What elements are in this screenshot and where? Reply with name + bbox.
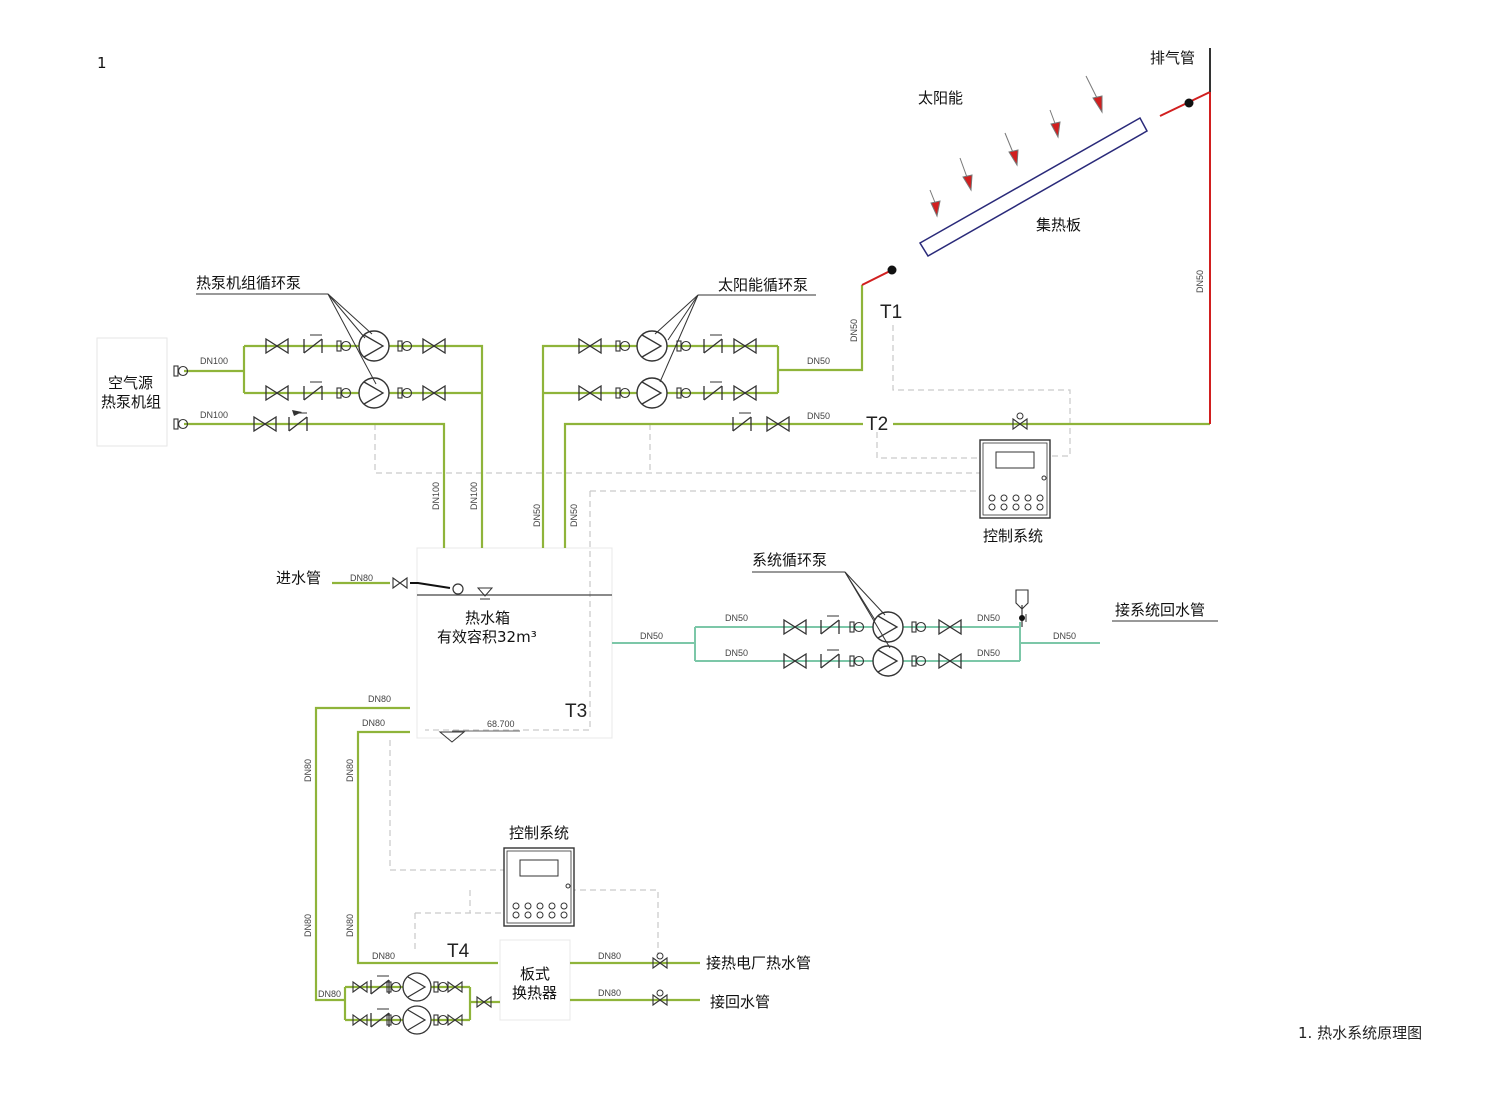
plate-hx-label-1: 板式 [520,965,550,983]
inlet-valve-float [392,577,494,600]
tank-label-2: 有效容积32m³ [437,628,537,646]
heat-pump-loop-components [173,330,446,432]
pipe-size-vert-outer-top: DN80 [303,759,313,782]
pipe-size-hp-return: DN100 [200,410,228,420]
pipe-size-plant-return: DN80 [598,988,621,998]
collector-label: 集热板 [1036,216,1081,234]
pipe-size-vert-outer-bottom: DN80 [303,914,313,937]
pipe-size-vert-solar-1: DN50 [532,504,542,527]
inlet-pipe-label: 进水管 [276,569,321,587]
system-pump-label: 系统循环泵 [752,551,827,569]
pipe-size-sys-return: DN50 [1053,631,1076,641]
control-system-panel-2 [503,847,575,927]
system-pump-leaders [752,571,891,649]
solar-label: 太阳能 [918,89,963,107]
solar-pump-leaders [654,294,816,383]
heat-pump-pump-leaders [196,293,377,385]
tank-outlet-elevation [438,730,520,743]
pipe-size-labels-vertical: DN100 DN100 DN50 DN50 DN50 DN50 DN80 DN8… [303,270,1205,937]
pipe-size-bottom-outer: DN80 [368,694,391,704]
control-system-label-1: 控制系统 [983,527,1043,545]
sensor-t1: T1 [880,302,902,323]
control-lines [374,325,1071,955]
return-pipes [612,622,1100,662]
solar-collector-panel [918,116,1149,258]
pipe-size-inlet: DN80 [350,573,373,583]
control-system-label-2: 控制系统 [509,824,569,842]
pipe-size-vert-solar-2: DN50 [569,504,579,527]
control-system-panel-1 [979,439,1051,519]
exhaust-pipe-label: 排气管 [1150,49,1195,67]
solar-lines [861,91,1211,424]
pipe-size-tank-out: DN50 [640,631,663,641]
pipe-size-hx-pump: DN80 [318,989,341,999]
system-pump-components [783,589,1029,677]
air-source-heat-pump-unit [96,337,168,447]
pipe-size-vert-hp-supply: DN100 [469,482,479,510]
pipe-size-solar-supply: DN50 [807,356,830,366]
pipe-size-vert-collector-in: DN50 [849,319,859,342]
sun-ray-arrows [929,75,1103,218]
plant-hot-water-label: 接热电厂热水管 [706,954,811,972]
sensor-t4: T4 [447,941,470,962]
plate-hx-label-2: 换热器 [512,984,557,1002]
pipe-size-sys-row2-out: DN50 [977,648,1000,658]
pipe-size-hx-in: DN80 [372,951,395,961]
plate-heat-exchanger [499,939,571,1021]
solar-pump-label: 太阳能循环泵 [718,276,808,294]
pipe-size-plant-hot: DN80 [598,951,621,961]
supply-pipes [184,285,1210,1022]
heat-exchanger-pump-components [352,952,668,1035]
air-source-label-2: 热泵机组 [101,393,161,411]
pipe-size-bottom-inner: DN80 [362,718,385,728]
air-source-label-1: 空气源 [108,374,153,392]
sensor-t2: T2 [866,414,888,435]
solar-loop-components [578,330,1028,432]
tank-label-1: 热水箱 [465,609,510,627]
pipe-size-vert-hp-return: DN100 [431,482,441,510]
pipe-size-vert-inner-top: DN80 [345,759,355,782]
pipe-size-sys-row2-in: DN50 [725,648,748,658]
pipe-size-labels: DN100 DN100 DN50 DN50 DN80 DN50 DN50 DN5… [200,356,1076,999]
pipe-size-vert-collector-out: DN50 [1195,270,1205,293]
collector-outlet-node [1184,98,1194,108]
pipe-size-sys-row1-in: DN50 [725,613,748,623]
pipe-size-solar-return: DN50 [807,411,830,421]
sensor-t3: T3 [565,701,587,722]
heat-pump-pump-label: 热泵机组循环泵 [196,274,301,292]
collector-inlet-node [887,265,897,275]
return-water-label: 接回水管 [710,993,770,1011]
pipe-size-sys-row1-out: DN50 [977,613,1000,623]
page-number: 1 [97,54,107,72]
system-return-label: 接系统回水管 [1115,601,1205,619]
tank-elevation-value: 68.700 [487,719,515,729]
figure-caption: 1. 热水系统原理图 [1298,1024,1422,1042]
pipe-size-vert-inner-bottom: DN80 [345,914,355,937]
pipe-size-hp-supply: DN100 [200,356,228,366]
